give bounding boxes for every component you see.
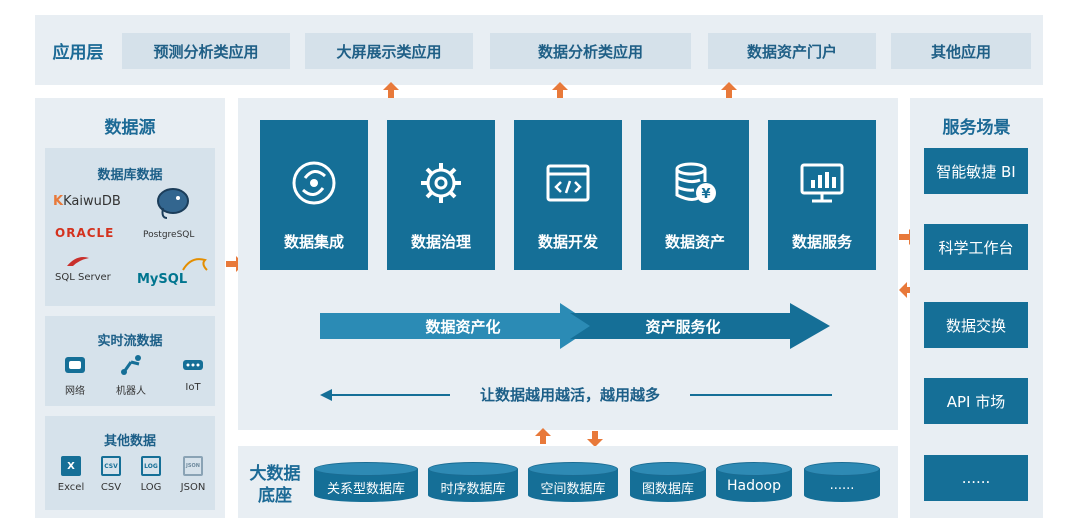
iot-label: IoT bbox=[185, 382, 201, 393]
data-source-title: 数据源 bbox=[104, 117, 156, 138]
left-arrow-icon bbox=[899, 282, 917, 298]
monitor-chart-icon bbox=[800, 163, 844, 203]
service-agile-bi: 智能敏捷 BI bbox=[924, 148, 1028, 194]
tile-data-asset: ¥ 数据资产 bbox=[641, 120, 749, 270]
db-time-series: 时序数据库 bbox=[428, 462, 518, 502]
robot-arm-icon bbox=[121, 355, 141, 375]
svg-text:¥: ¥ bbox=[701, 187, 710, 202]
postgresql-elephant-icon bbox=[157, 188, 189, 219]
gear-icon bbox=[421, 163, 461, 203]
forward-flow-arrow bbox=[320, 303, 830, 349]
service-data-exchange: 数据交换 bbox=[924, 302, 1028, 348]
kaiwudb-logo: KKaiwuDB bbox=[53, 194, 121, 209]
integration-icon bbox=[292, 161, 336, 205]
tile-label: 数据集成 bbox=[283, 233, 344, 251]
postgresql-logo: PostgreSQL bbox=[143, 230, 195, 240]
up-arrow-icon bbox=[552, 82, 568, 99]
network-icon bbox=[65, 357, 85, 373]
db-label: Hadoop bbox=[726, 478, 781, 494]
tile-data-governance: 数据治理 bbox=[387, 120, 495, 270]
down-arrow-icon bbox=[587, 431, 603, 447]
db-more: ...... bbox=[804, 462, 880, 502]
center-panel: 数据集成 数据治理 数据开发 bbox=[238, 98, 898, 430]
big-data-title-line1: 大数据 bbox=[249, 463, 301, 484]
app-other: 其他应用 bbox=[891, 33, 1031, 69]
robot-label: 机器人 bbox=[116, 386, 146, 397]
other-data-title: 其他数据 bbox=[103, 434, 156, 449]
db-relational: 关系型数据库 bbox=[314, 462, 418, 502]
database-yen-icon: ¥ bbox=[675, 162, 716, 203]
db-graph: 图数据库 bbox=[630, 462, 706, 502]
app-big-screen-display: 大屏展示类应用 bbox=[305, 33, 473, 69]
db-spatial: 空间数据库 bbox=[528, 462, 618, 502]
service-science-workbench: 科学工作台 bbox=[924, 224, 1028, 270]
service-more: ...... bbox=[924, 455, 1028, 501]
big-data-base-panel: 大数据 底座 关系型数据库 时序数据库 空间数据库 图数据库 Hadoop ..… bbox=[238, 446, 898, 518]
tile-label: 数据治理 bbox=[410, 233, 471, 251]
json-label: JSON bbox=[180, 482, 206, 493]
sql-server-logo: SQL Server bbox=[55, 272, 111, 283]
db-label: 空间数据库 bbox=[540, 482, 606, 497]
log-file-icon: LOG bbox=[141, 456, 161, 476]
up-arrow-icon bbox=[535, 428, 551, 444]
code-window-icon bbox=[546, 164, 590, 202]
mysql-logo: MySQL bbox=[137, 272, 188, 287]
db-label: 图数据库 bbox=[641, 482, 694, 497]
realtime-stream-title: 实时流数据 bbox=[97, 334, 163, 349]
excel-label: Excel bbox=[57, 482, 85, 493]
json-file-icon: JSON bbox=[183, 456, 203, 476]
log-label: LOG bbox=[140, 482, 162, 493]
tile-label: 数据服务 bbox=[791, 233, 852, 251]
csv-label: CSV bbox=[100, 482, 122, 493]
realtime-stream-box: 实时流数据 网络 机器人 IoT bbox=[45, 316, 215, 406]
db-label: 时序数据库 bbox=[440, 482, 506, 497]
other-data-box: 其他数据 X CSV LOG JSON Excel CSV LOG JSON bbox=[45, 416, 215, 510]
database-data-title: 数据库数据 bbox=[97, 168, 163, 183]
forward-arrow-label-right: 资产服务化 bbox=[645, 318, 721, 336]
database-data-box: 数据库数据 KKaiwuDB ORACLE PostgreSQL SQL Ser… bbox=[45, 148, 215, 306]
application-layer-panel: 应用层 预测分析类应用 大屏展示类应用 数据分析类应用 数据资产门户 其他应用 bbox=[35, 15, 1043, 85]
oracle-logo: ORACLE bbox=[55, 226, 115, 240]
app-data-analysis: 数据分析类应用 bbox=[490, 33, 691, 69]
tile-label: 数据开发 bbox=[537, 233, 598, 251]
app-predictive-analytics: 预测分析类应用 bbox=[122, 33, 290, 69]
tile-label: 数据资产 bbox=[664, 233, 725, 251]
db-label: 关系型数据库 bbox=[326, 482, 405, 497]
application-layer-title: 应用层 bbox=[52, 42, 104, 63]
app-data-asset-portal: 数据资产门户 bbox=[708, 33, 876, 69]
service-scenarios-panel: 服务场景 智能敏捷 BI 科学工作台 数据交换 API 市场 ...... bbox=[910, 98, 1043, 518]
sql-server-icon bbox=[67, 257, 89, 266]
excel-file-icon: X bbox=[61, 456, 81, 476]
data-source-panel: 数据源 数据库数据 KKaiwuDB ORACLE PostgreSQL SQL… bbox=[35, 98, 225, 518]
iot-icon bbox=[183, 360, 203, 370]
back-flow-text: 让数据越用越活，越用越多 bbox=[450, 382, 690, 408]
network-label: 网络 bbox=[65, 386, 85, 397]
mysql-dolphin-icon bbox=[182, 258, 208, 271]
db-hadoop: Hadoop bbox=[716, 462, 792, 502]
big-data-title-line2: 底座 bbox=[258, 485, 292, 506]
up-arrow-icon bbox=[721, 82, 737, 99]
tile-data-service: 数据服务 bbox=[768, 120, 876, 270]
up-arrow-icon bbox=[383, 82, 399, 99]
db-label: ...... bbox=[829, 478, 855, 493]
forward-arrow-label-left: 数据资产化 bbox=[425, 318, 501, 336]
csv-file-icon: CSV bbox=[101, 456, 121, 476]
service-scenarios-title: 服务场景 bbox=[942, 117, 1011, 138]
tile-data-development: 数据开发 bbox=[514, 120, 622, 270]
service-api-market: API 市场 bbox=[924, 378, 1028, 424]
tile-data-integration: 数据集成 bbox=[260, 120, 368, 270]
